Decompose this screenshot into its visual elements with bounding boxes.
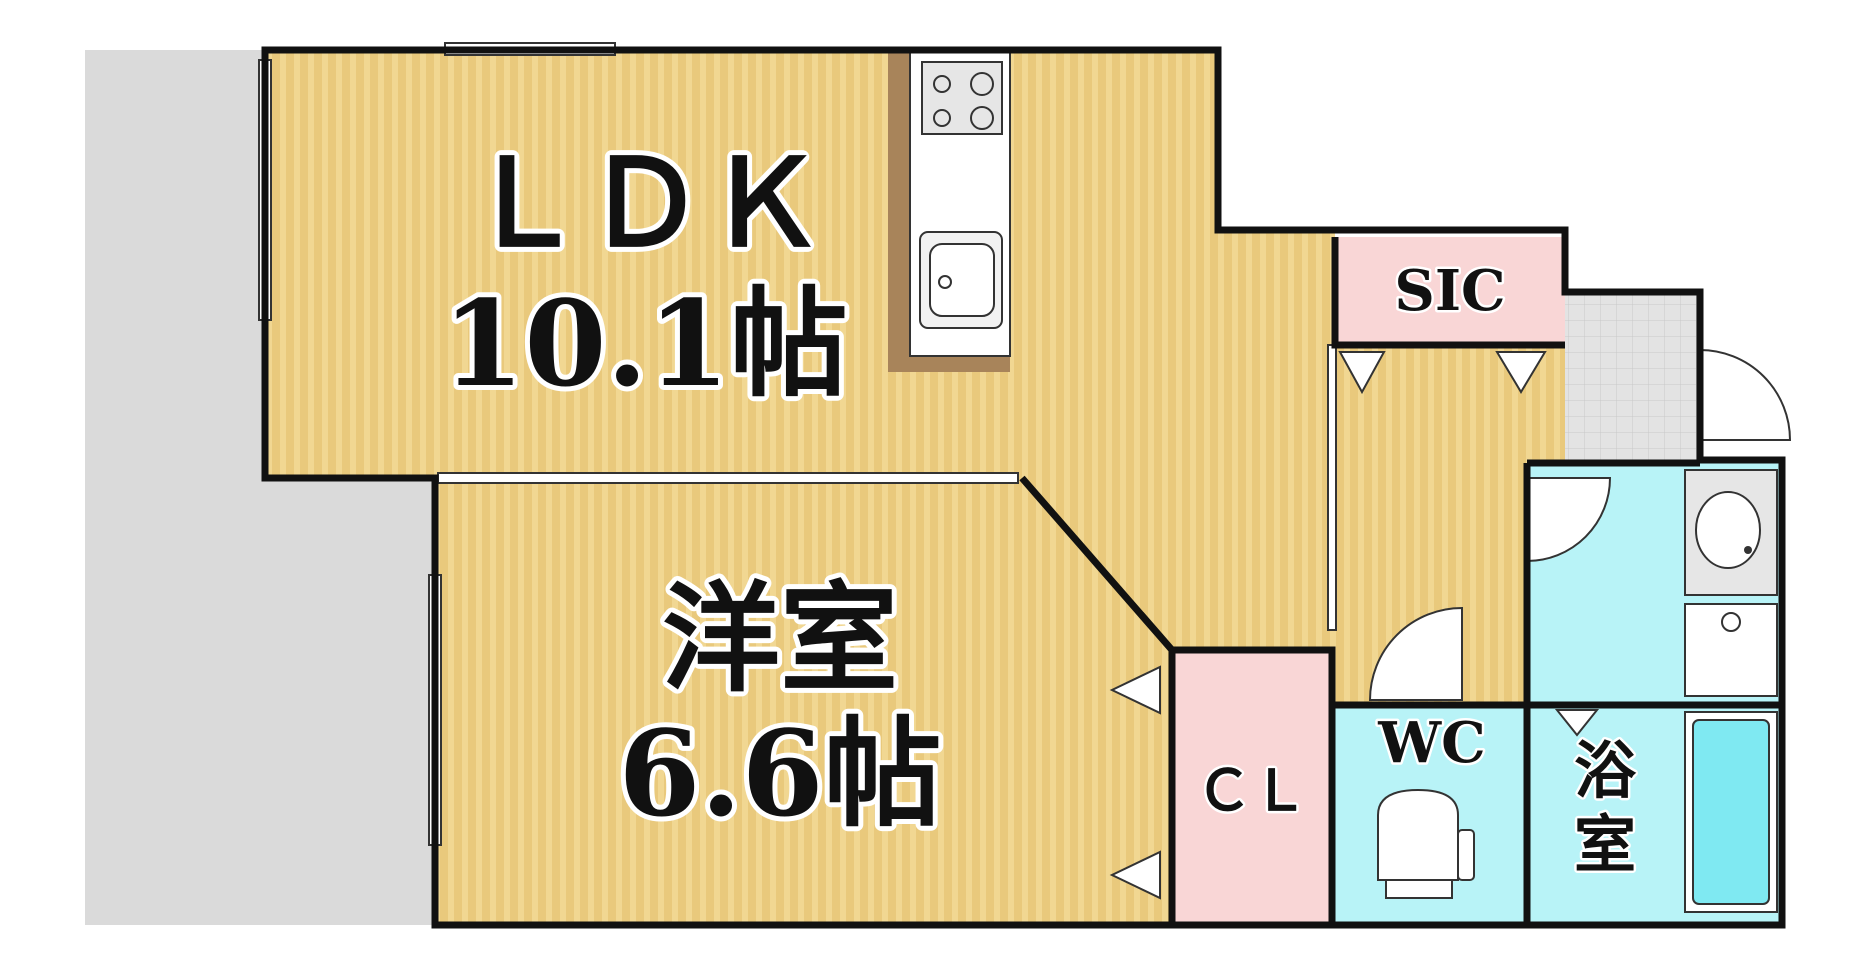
toilet-icon [1377, 788, 1475, 899]
closet-door-marker [1109, 850, 1161, 900]
wc-label: WC [1377, 710, 1485, 776]
vanity-icon [1684, 469, 1778, 596]
western-room-floor [435, 478, 1172, 925]
closet-door-marker [1109, 665, 1161, 715]
sic-door-marker [1495, 351, 1547, 394]
stove-icon [921, 61, 1003, 135]
bath-door-marker [1554, 709, 1600, 737]
ldk-floor [265, 50, 1335, 650]
entrance-tile [1565, 292, 1700, 460]
sic-room [1335, 237, 1565, 345]
sink-icon [919, 231, 1003, 329]
wc-door-swing [1368, 606, 1463, 701]
ldk-size-label: 10.1帖 [442, 274, 847, 413]
closet-label: ＣＬ [1196, 758, 1308, 824]
washing-machine-icon [1684, 603, 1778, 697]
hall-sliding-door [1327, 344, 1337, 631]
sic-door-marker [1338, 351, 1386, 395]
balcony [85, 50, 435, 925]
bath-label-line2: 室 [1574, 808, 1636, 881]
western-name-label: 洋室 [662, 569, 898, 708]
bath-label-line1: 浴 [1574, 734, 1637, 807]
sic-label: SIC [1394, 258, 1505, 324]
ldk-name-label: ＬＤＫ [465, 133, 825, 274]
inner-walls [1019, 237, 1782, 925]
sliding-door [437, 472, 1019, 484]
bathtub-icon [1684, 711, 1778, 913]
closet-room [1172, 650, 1332, 925]
washroom-door-swing [1526, 477, 1612, 563]
entrance-door-swing [1699, 348, 1792, 441]
western-size-label: 6.6帖 [618, 704, 941, 843]
